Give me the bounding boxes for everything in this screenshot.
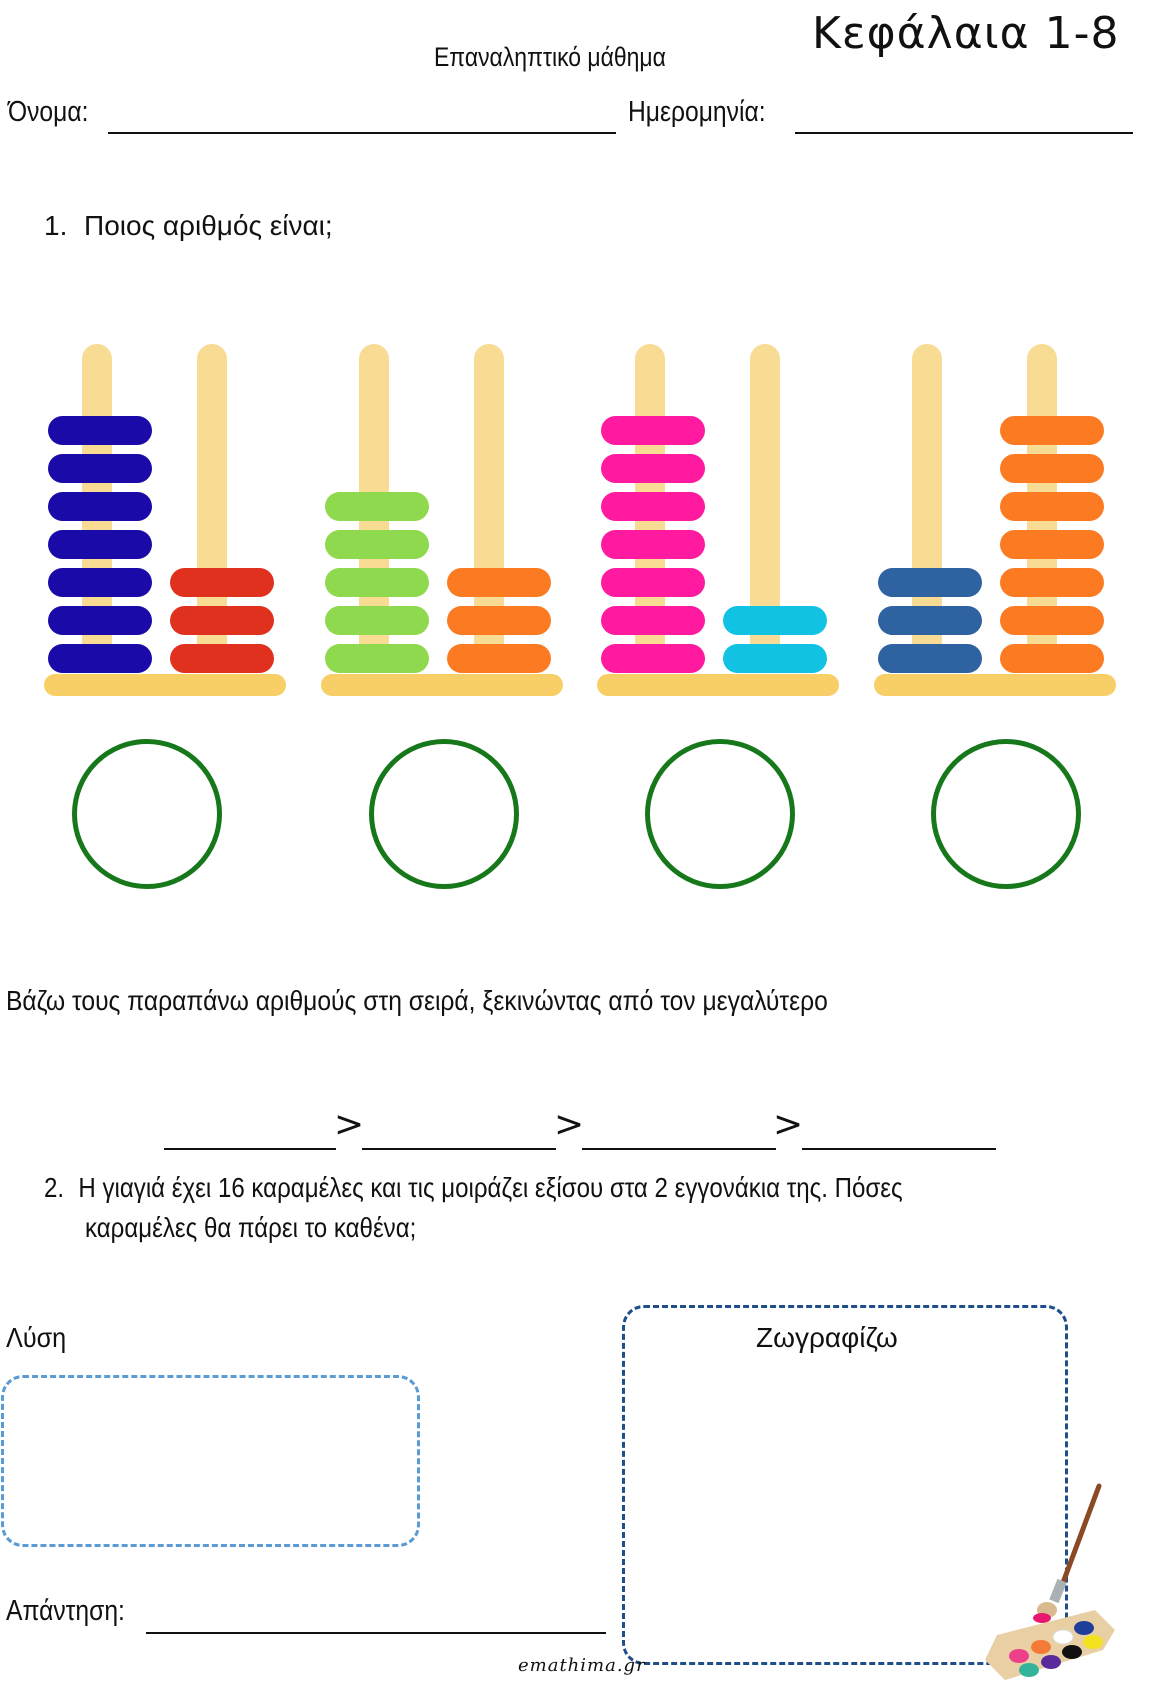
answer-circle-3[interactable] bbox=[645, 739, 795, 889]
question-1-number: 1. bbox=[44, 210, 68, 241]
units-bead bbox=[723, 606, 827, 635]
drawing-box[interactable] bbox=[622, 1305, 1068, 1665]
abacus-base bbox=[597, 674, 839, 696]
abacus-1 bbox=[44, 344, 294, 724]
answer-field[interactable] bbox=[146, 1632, 606, 1634]
tens-bead bbox=[601, 530, 705, 559]
tens-bead bbox=[325, 568, 429, 597]
answer-label: Απάντηση: bbox=[6, 1595, 125, 1627]
abacus-base bbox=[44, 674, 286, 696]
drawing-label: Ζωγραφίζω bbox=[756, 1322, 898, 1353]
units-bead bbox=[1000, 568, 1104, 597]
units-bead bbox=[170, 644, 274, 673]
answer-circle-1[interactable] bbox=[72, 739, 222, 889]
paint-palette-icon bbox=[985, 1483, 1115, 1680]
tens-bead bbox=[878, 606, 982, 635]
units-bead bbox=[1000, 530, 1104, 559]
abacus-base bbox=[321, 674, 563, 696]
answer-circle-4[interactable] bbox=[931, 739, 1081, 889]
tens-bead bbox=[878, 644, 982, 673]
units-bead bbox=[1000, 492, 1104, 521]
solution-label: Λύση bbox=[6, 1322, 67, 1353]
tens-bead bbox=[48, 416, 152, 445]
units-bead bbox=[170, 568, 274, 597]
tens-bead bbox=[48, 492, 152, 521]
name-label: Όνομα: bbox=[8, 96, 89, 128]
lesson-title: Επαναληπτικό μάθημα bbox=[434, 42, 666, 72]
tens-bead bbox=[325, 492, 429, 521]
order-blank-4[interactable] bbox=[802, 1148, 996, 1150]
abacus-3 bbox=[597, 344, 847, 724]
date-field[interactable] bbox=[795, 132, 1133, 134]
question-1-text: Ποιος αριθμός είναι; bbox=[84, 210, 333, 241]
chapter-title: Κεφάλαια 1-8 bbox=[812, 8, 1120, 59]
greater-than-symbol-1: > bbox=[334, 1104, 365, 1145]
question-2-number: 2. bbox=[44, 1172, 65, 1203]
greater-than-symbol-3: > bbox=[773, 1104, 804, 1145]
order-blank-2[interactable] bbox=[362, 1148, 556, 1150]
tens-bead bbox=[601, 644, 705, 673]
ordering-instruction: Βάζω τους παραπάνω αριθμούς στη σειρά, ξ… bbox=[6, 985, 828, 1016]
tens-bead bbox=[601, 454, 705, 483]
tens-bead bbox=[601, 568, 705, 597]
abacus-4 bbox=[874, 344, 1124, 724]
name-field[interactable] bbox=[108, 132, 616, 134]
tens-bead bbox=[48, 606, 152, 635]
units-bead bbox=[1000, 606, 1104, 635]
units-bead bbox=[447, 568, 551, 597]
tens-bead bbox=[601, 492, 705, 521]
tens-bead bbox=[601, 606, 705, 635]
question-2-text-line1: Η γιαγιά έχει 16 καραμέλες και τις μοιρά… bbox=[78, 1172, 903, 1203]
question-2: 2. Η γιαγιά έχει 16 καραμέλες και τις μοι… bbox=[44, 1172, 903, 1204]
units-bead bbox=[1000, 454, 1104, 483]
tens-bead bbox=[601, 416, 705, 445]
abacus-2 bbox=[321, 344, 571, 724]
tens-bead bbox=[325, 530, 429, 559]
tens-bead bbox=[48, 454, 152, 483]
brand-footer: emathima.gr bbox=[518, 1655, 646, 1676]
tens-bead bbox=[48, 568, 152, 597]
order-blank-3[interactable] bbox=[582, 1148, 776, 1150]
abacus-base bbox=[874, 674, 1116, 696]
order-blank-1[interactable] bbox=[164, 1148, 336, 1150]
tens-bead bbox=[48, 644, 152, 673]
tens-bead bbox=[878, 568, 982, 597]
tens-bead bbox=[325, 644, 429, 673]
units-bead bbox=[170, 606, 274, 635]
tens-bead bbox=[325, 606, 429, 635]
units-bead bbox=[1000, 416, 1104, 445]
units-bead bbox=[723, 644, 827, 673]
question-1: 1. Ποιος αριθμός είναι; bbox=[44, 210, 333, 242]
units-bead bbox=[447, 606, 551, 635]
question-2-text-line2: καραμέλες θα πάρει το καθένα; bbox=[85, 1212, 417, 1243]
greater-than-symbol-2: > bbox=[554, 1104, 585, 1145]
solution-box[interactable] bbox=[1, 1375, 420, 1547]
date-label: Ημερομηνία: bbox=[628, 96, 766, 128]
units-bead bbox=[1000, 644, 1104, 673]
tens-bead bbox=[48, 530, 152, 559]
units-bead bbox=[447, 644, 551, 673]
answer-circle-2[interactable] bbox=[369, 739, 519, 889]
